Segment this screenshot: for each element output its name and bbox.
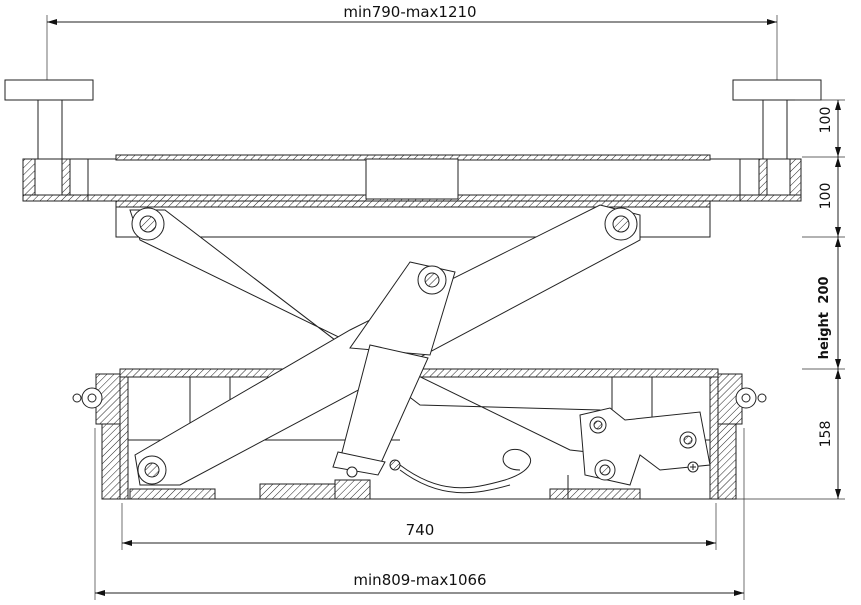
hydraulic-cylinder (332, 261, 532, 494)
beam-height-label: 100 (818, 183, 834, 210)
base-height-label: 158 (818, 421, 834, 448)
lift-height-value: 200 (817, 276, 832, 303)
base-width-label: 740 (406, 521, 435, 539)
bottom-width-dimension: min809-max1066 (94, 428, 745, 600)
right-dimensions: 100 100 height 200 158 (730, 99, 845, 500)
lift-height-label: height (817, 312, 832, 359)
base-width-dimension: 740 (121, 503, 717, 550)
left-roller (72, 373, 121, 500)
right-roller (717, 373, 767, 500)
left-support-pad (4, 79, 94, 161)
bottom-width-label: min809-max1066 (353, 571, 486, 589)
top-beam (22, 154, 802, 202)
top-width-dimension: min790-max1210 (46, 3, 778, 80)
right-support-pad (732, 79, 822, 161)
top-width-label: min790-max1210 (343, 3, 476, 21)
pad-height-label: 100 (818, 107, 834, 134)
safety-latch (567, 407, 711, 499)
